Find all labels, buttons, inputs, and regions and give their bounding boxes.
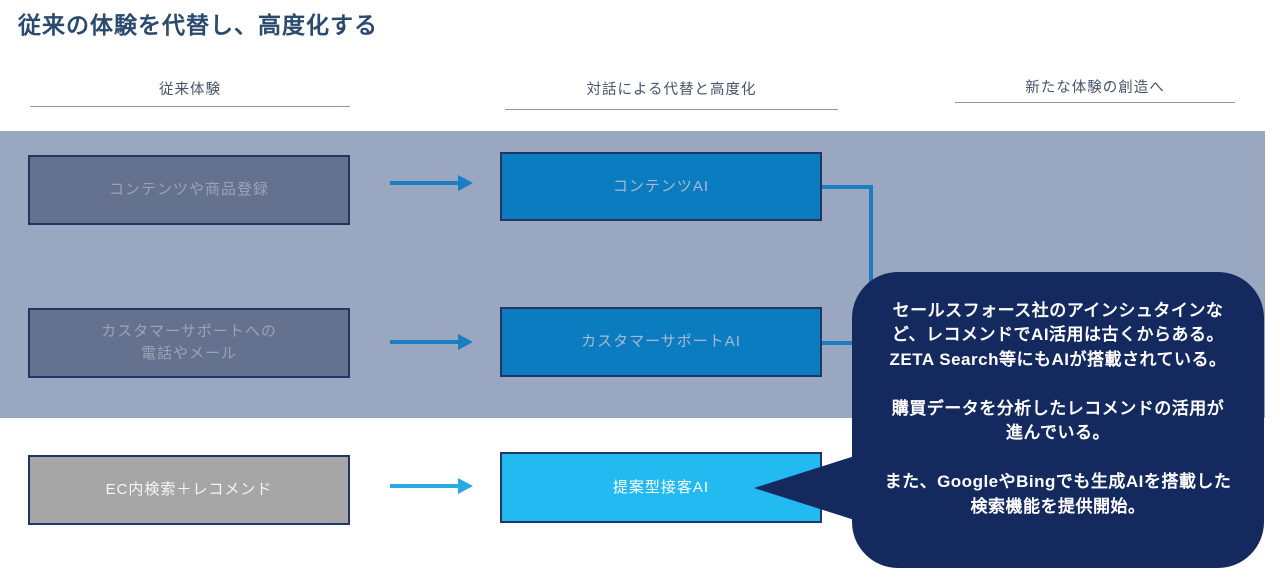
straight-connector	[822, 341, 862, 345]
arrow-shaft	[390, 484, 460, 488]
arrow-head	[458, 478, 473, 494]
column-header-ai: 対話による代替と高度化	[586, 82, 757, 98]
elbow-connector-horizontal	[822, 185, 873, 189]
column-header-new-experience: 新たな体験の創造へ	[1025, 80, 1165, 96]
elbow-connector-vertical	[869, 185, 873, 300]
legacy-box-ec-search: EC内検索＋レコメンド	[28, 455, 350, 525]
column-header-legacy: 従来体験	[159, 82, 221, 98]
callout-text: セールスフォース社のアインシュタインな ど、レコメンドでAI活用は古くからある。…	[884, 301, 1232, 516]
arrow-right-icon	[390, 334, 474, 350]
legacy-box-content-registration: コンテンツや商品登録	[28, 155, 350, 225]
arrow-shaft	[390, 181, 460, 185]
column-underline	[505, 109, 838, 110]
arrow-right-icon	[390, 478, 474, 494]
arrow-shaft	[390, 340, 460, 344]
arrow-head	[458, 175, 473, 191]
ai-box-content-ai: コンテンツAI	[500, 152, 822, 221]
column-underline	[30, 106, 350, 107]
legacy-box-customer-support: カスタマーサポートへの 電話やメール	[28, 308, 350, 378]
page-title: 従来の体験を代替し、高度化する	[18, 12, 378, 38]
arrow-right-icon	[390, 175, 474, 191]
arrow-head	[458, 334, 473, 350]
callout-bubble: セールスフォース社のアインシュタインな ど、レコメンドでAI活用は古くからある。…	[852, 272, 1264, 568]
ai-box-customer-support-ai: カスタマーサポートAI	[500, 307, 822, 377]
column-underline	[955, 102, 1235, 103]
